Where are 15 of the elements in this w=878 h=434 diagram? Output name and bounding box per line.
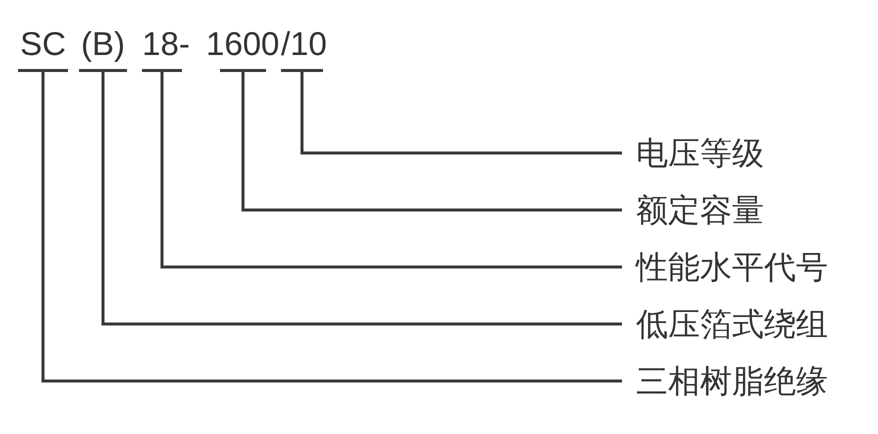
meaning-label: 低压箔式绕组 <box>622 303 852 345</box>
model-code-segment: 18- <box>139 24 193 72</box>
leader-line <box>242 70 622 212</box>
model-code-segment: 1600 <box>206 24 281 72</box>
model-code-segment: (B) <box>79 24 127 72</box>
leader-line <box>102 70 622 326</box>
meaning-label: 三相树脂绝缘 <box>622 360 852 402</box>
meaning-label: 性能水平代号 <box>622 246 852 288</box>
leader-line <box>160 70 622 268</box>
meaning-label: 额定容量 <box>622 189 812 231</box>
model-code-segment: SC <box>18 24 68 72</box>
leader-line <box>42 70 622 382</box>
meaning-label: 电压等级 <box>622 132 812 174</box>
leader-line <box>300 70 622 154</box>
model-code-segment: /10 <box>281 24 339 72</box>
